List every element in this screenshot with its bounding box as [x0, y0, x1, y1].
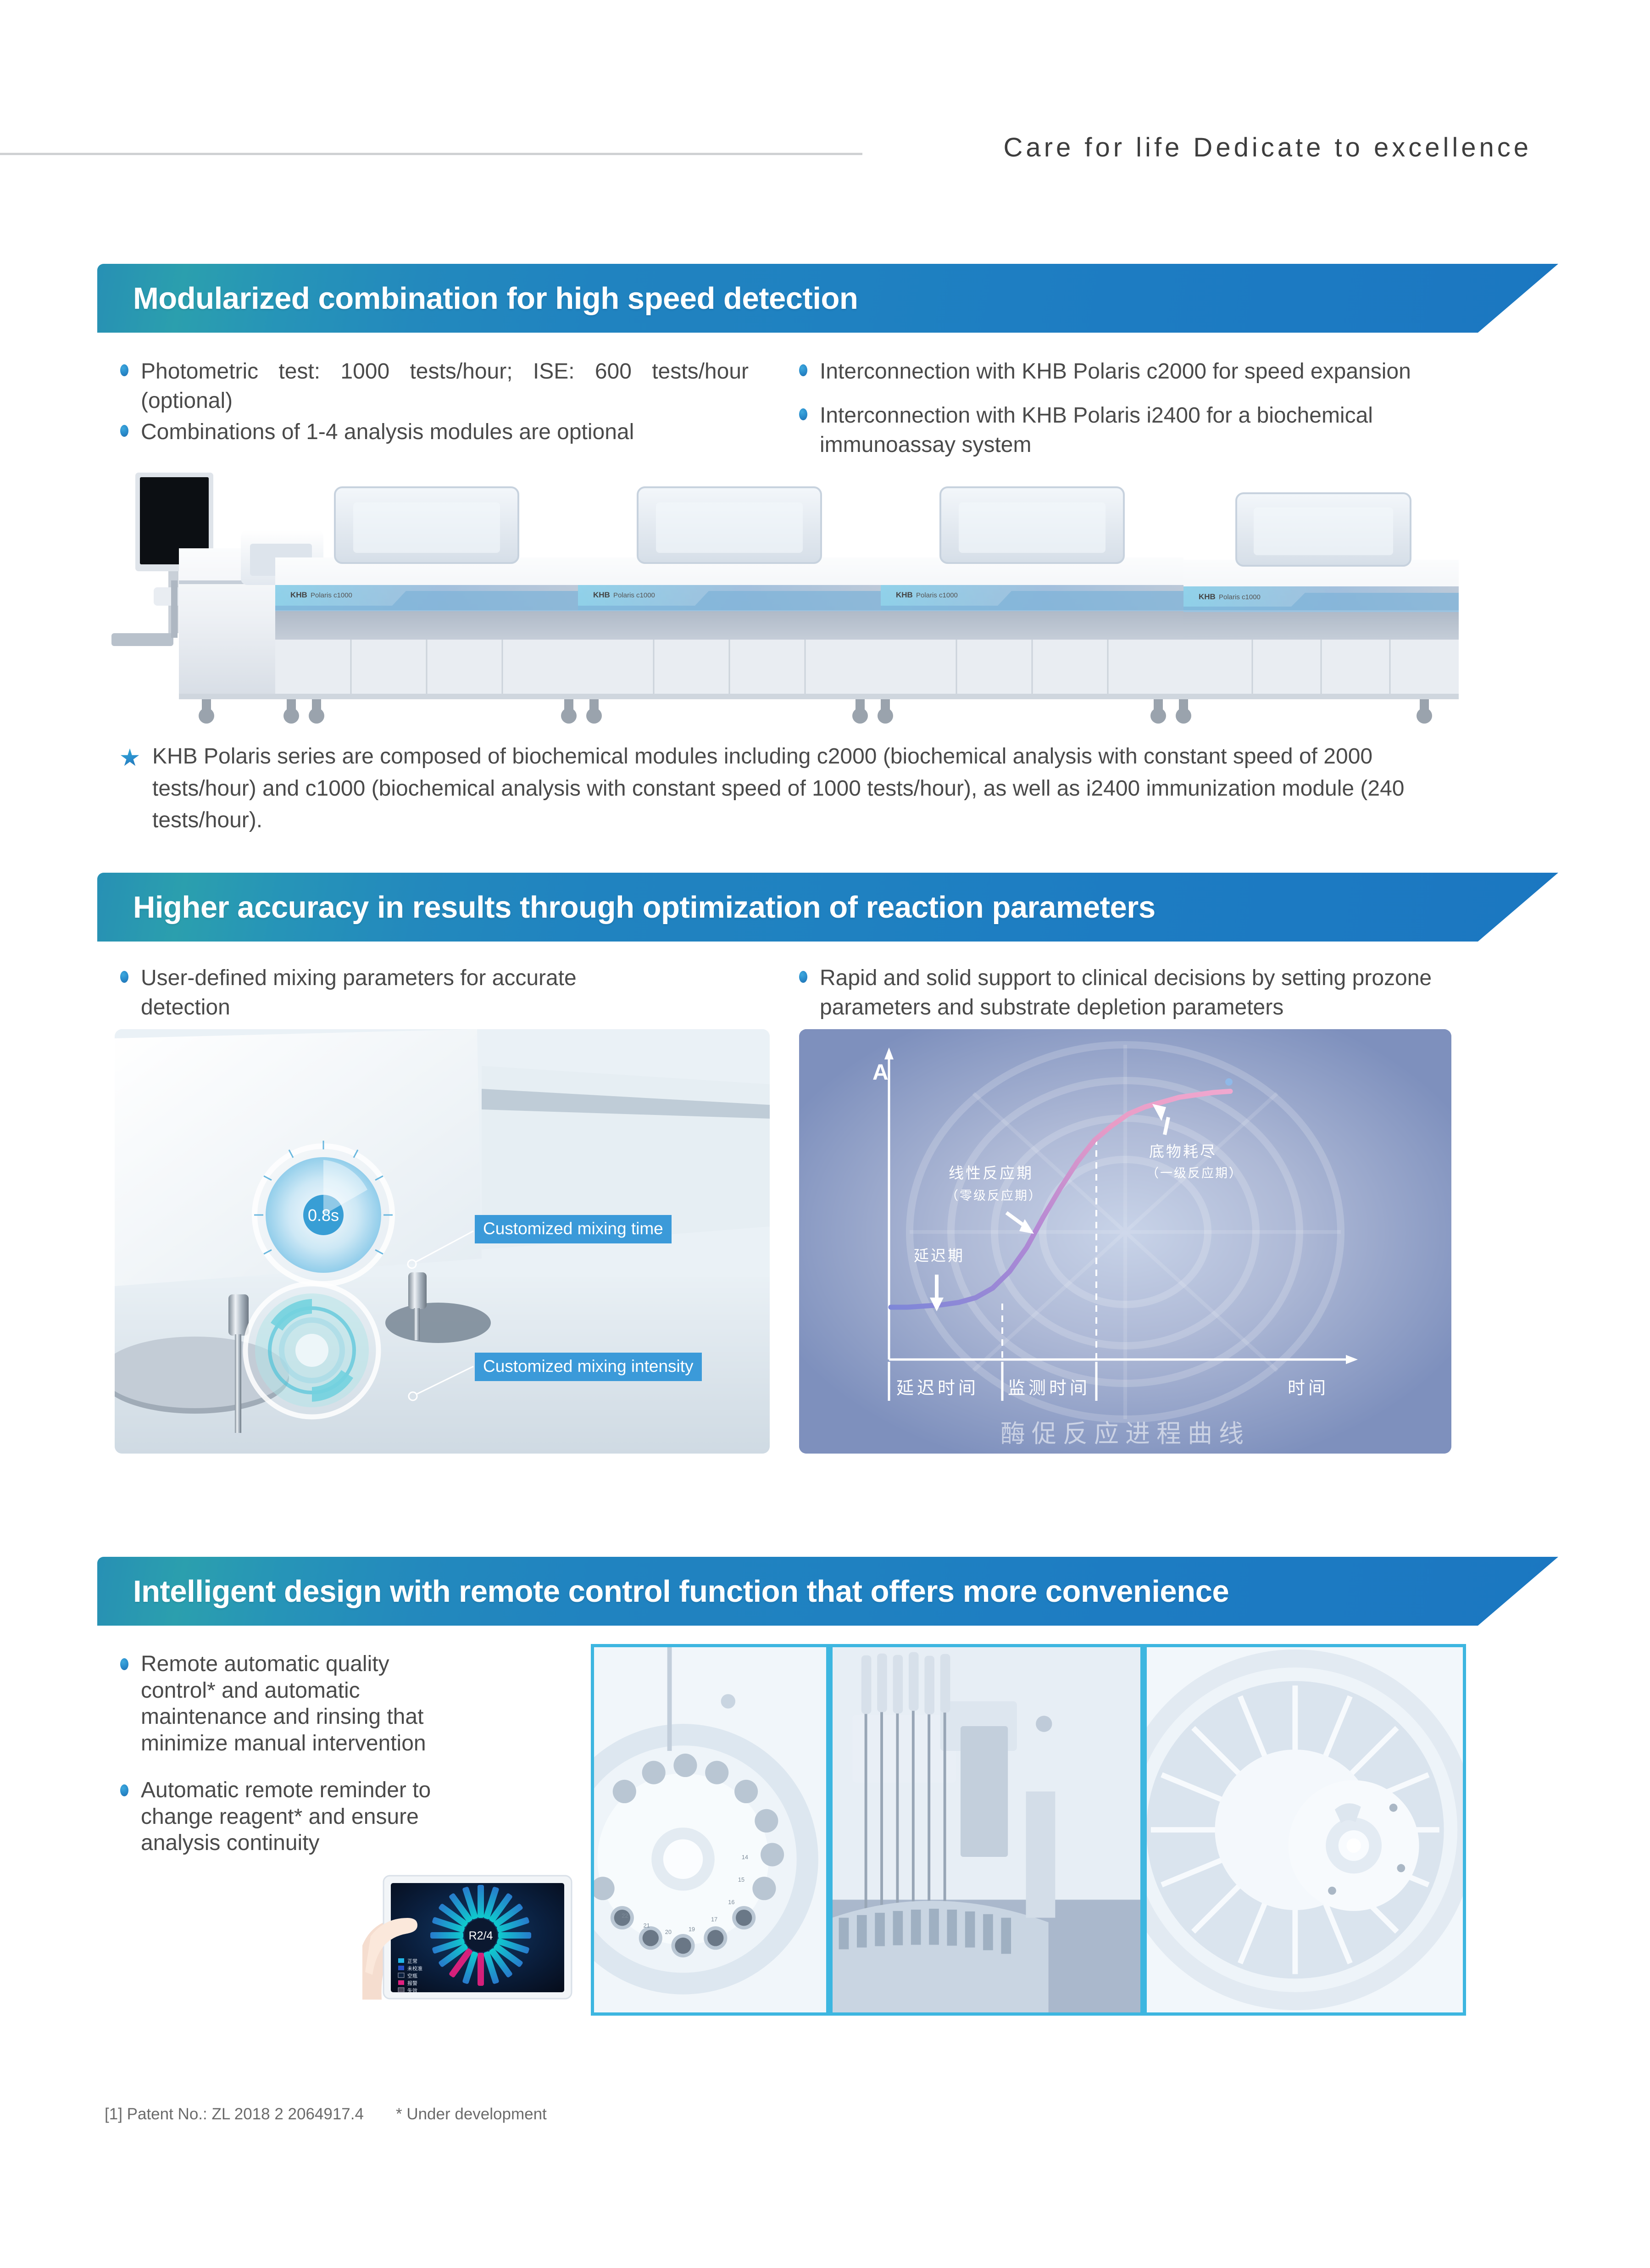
bullet-dot-icon: [120, 425, 128, 437]
tablet-center-label: R2/4: [469, 1929, 493, 1942]
svg-text:14: 14: [742, 1854, 748, 1861]
svg-text:21: 21: [644, 1922, 650, 1929]
leader-dot-icon: [408, 1391, 418, 1401]
bullet-prozone-parameters: Rapid and solid support to clinical deci…: [799, 964, 1473, 1022]
sample-carousel-illustration: 14 15 16 17 19 20 21 22: [594, 1647, 826, 2012]
svg-text:KHB: KHB: [593, 591, 610, 599]
svg-text:（一级反应期）: （一级反应期）: [1146, 1166, 1243, 1180]
svg-text:20: 20: [665, 1928, 672, 1935]
probe-assembly-illustration: [833, 1647, 1140, 2012]
bullet-user-defined-mixing: User-defined mixing parameters for accur…: [120, 964, 671, 1022]
svg-text:线性反应期: 线性反应期: [949, 1165, 1033, 1181]
bullet-text: Remote automatic quality control* and au…: [141, 1652, 426, 1755]
svg-text:22: 22: [622, 1912, 628, 1919]
star-icon: [120, 748, 139, 766]
svg-text:17: 17: [711, 1916, 717, 1923]
section-title-intelligent: Intelligent design with remote control f…: [133, 1574, 1229, 1609]
leader-dot-icon: [407, 1259, 417, 1269]
bullet-dot-icon: [120, 1658, 128, 1670]
mixing-parameters-photo: 0.8s: [115, 1029, 770, 1454]
mixing-illustration: 0.8s: [115, 1029, 770, 1454]
section-title-accuracy: Higher accuracy in results through optim…: [133, 890, 1156, 925]
bullet-dot-icon: [799, 408, 807, 420]
footnote-patent: [1] Patent No.: ZL 2018 2 2064917.4: [105, 2105, 364, 2123]
tablet-device: R2/4 正常 未校准 空瓶 报警 失效: [362, 1863, 578, 2003]
bullet-text: Photometric test: 1000 tests/hour; ISE: …: [141, 359, 749, 413]
bullet-interconnection-c2000: Interconnection with KHB Polaris c2000 f…: [799, 357, 1469, 386]
finger-icon: [365, 1918, 417, 1975]
svg-text:未校准: 未校准: [407, 1965, 422, 1972]
callout-mixing-time: Customized mixing time: [475, 1215, 672, 1243]
svg-text:19: 19: [689, 1926, 695, 1933]
bullet-text: Interconnection with KHB Polaris c2000 f…: [820, 359, 1411, 384]
svg-text:（零级反应期）: （零级反应期）: [946, 1189, 1042, 1203]
bullet-dot-icon: [799, 971, 807, 983]
bullet-photometric-test: Photometric test: 1000 tests/hour; ISE: …: [120, 357, 749, 416]
svg-text:失效: 失效: [407, 1987, 417, 1994]
section-title-modularized: Modularized combination for high speed d…: [133, 281, 858, 316]
svg-text:延迟时间: 延迟时间: [896, 1379, 979, 1398]
chart-title: 酶促反应进程曲线: [1000, 1420, 1250, 1448]
gauge-value: 0.8s: [308, 1206, 339, 1225]
page-tagline: Care for life Dedicate to excellence: [1003, 133, 1532, 162]
bullet-text: Automatic remote reminder to change reag…: [141, 1778, 431, 1856]
enzyme-reaction-chart-photo: A 延迟期 线性反应期 （零级反应期） 底物耗尽 （一级反应期）: [799, 1029, 1451, 1454]
header-divider: [0, 153, 862, 155]
svg-text:Polaris c1000: Polaris c1000: [1219, 593, 1261, 601]
svg-text:Polaris c1000: Polaris c1000: [613, 591, 655, 599]
bullet-dot-icon: [120, 971, 128, 983]
bullet-remote-quality-control: Remote automatic quality control* and au…: [120, 1651, 469, 1756]
svg-text:报警: 报警: [407, 1980, 417, 1986]
section-banner-intelligent: Intelligent design with remote control f…: [97, 1557, 1558, 1626]
svg-text:时间: 时间: [1288, 1379, 1329, 1398]
section-banner-accuracy: Higher accuracy in results through optim…: [97, 873, 1558, 942]
bullet-text: User-defined mixing parameters for accur…: [141, 966, 577, 1020]
analyzer-illustration: KHB Polaris c1000 KHB Polaris c1000: [111, 473, 1459, 724]
bullet-interconnection-i2400: Interconnection with KHB Polaris i2400 f…: [799, 401, 1414, 460]
svg-text:Polaris c1000: Polaris c1000: [311, 591, 352, 599]
note-khb-polaris-series: KHB Polaris series are composed of bioch…: [120, 741, 1460, 836]
tablet-illustration: R2/4 正常 未校准 空瓶 报警 失效: [362, 1875, 572, 2000]
bullet-text: Rapid and solid support to clinical deci…: [820, 966, 1432, 1020]
section-banner-modularized: Modularized combination for high speed d…: [97, 264, 1558, 333]
footnote-development: * Under development: [395, 2105, 547, 2123]
svg-text:A: A: [872, 1060, 889, 1085]
callout-mixing-intensity: Customized mixing intensity: [475, 1353, 702, 1381]
enzyme-reaction-curve: A 延迟期 线性反应期 （零级反应期） 底物耗尽 （一级反应期）: [799, 1029, 1451, 1454]
bullet-text: Interconnection with KHB Polaris i2400 f…: [820, 403, 1373, 457]
analyzer-photo: KHB Polaris c1000 KHB Polaris c1000: [103, 468, 1507, 725]
bullet-remote-reminder: Automatic remote reminder to change reag…: [120, 1777, 469, 1856]
bullet-text: Combinations of 1-4 analysis modules are…: [141, 420, 634, 444]
photo-reagent-disk: [1144, 1644, 1466, 2016]
bullet-combinations: Combinations of 1-4 analysis modules are…: [120, 418, 749, 447]
reagent-disk-illustration: [1147, 1647, 1463, 2012]
photo-sample-carousel: 14 15 16 17 19 20 21 22: [591, 1644, 829, 2016]
svg-text:Polaris c1000: Polaris c1000: [916, 591, 958, 599]
bullet-dot-icon: [799, 364, 807, 376]
svg-text:15: 15: [738, 1876, 744, 1883]
footnote: [1] Patent No.: ZL 2018 2 2064917.4 * Und…: [105, 2105, 547, 2123]
svg-text:底物耗尽: 底物耗尽: [1149, 1143, 1217, 1160]
svg-text:KHB: KHB: [1199, 592, 1216, 601]
svg-text:正常: 正常: [407, 1958, 417, 1964]
photo-probe-assembly: [829, 1644, 1144, 2016]
svg-text:空瓶: 空瓶: [407, 1973, 417, 1979]
svg-text:KHB: KHB: [896, 591, 913, 599]
bullet-dot-icon: [120, 1784, 128, 1796]
svg-text:KHB: KHB: [290, 591, 307, 599]
svg-text:监测时间: 监测时间: [1008, 1379, 1090, 1398]
svg-text:16: 16: [728, 1899, 734, 1906]
svg-text:延迟期: 延迟期: [914, 1247, 965, 1264]
tablet-legend: 正常 未校准 空瓶 报警 失效: [398, 1958, 422, 1994]
note-text: KHB Polaris series are composed of bioch…: [152, 744, 1405, 833]
bullet-dot-icon: [120, 364, 128, 376]
